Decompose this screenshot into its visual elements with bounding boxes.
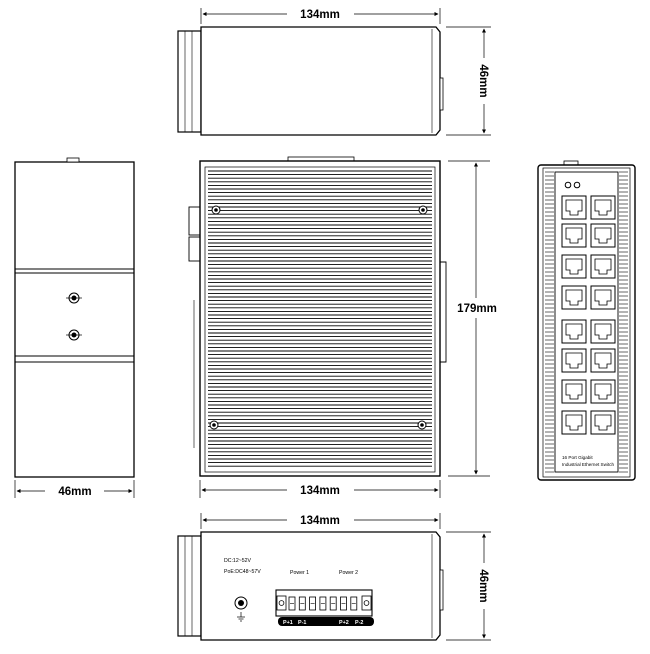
front-width-label: 134mm [300, 485, 340, 497]
rj45-port-icon [590, 319, 616, 344]
screw-icon [66, 292, 82, 304]
top-width-label: 134mm [300, 9, 340, 21]
top-height-label: 46mm [477, 64, 489, 97]
terminal-p1-minus: P-1 [298, 620, 306, 626]
side-ribs [545, 171, 554, 473]
terminal-p2-plus: P+2 [339, 620, 349, 626]
rj45-port-icon [561, 319, 587, 344]
port-panel-line1: 16 Port Gigabit [562, 455, 593, 460]
led-icon [564, 181, 572, 189]
rj45-port-icon [561, 254, 587, 279]
rj45-port-icon [561, 379, 587, 404]
terminal-label-bar [278, 617, 374, 626]
rj45-port-icon [590, 254, 616, 279]
heatsink-fins [208, 170, 432, 467]
bottom-height-label: 46mm [477, 569, 489, 602]
power2-label: Power 2 [339, 570, 358, 576]
port-panel-line2: Industrial Ethernet Switch [562, 462, 615, 467]
rj45-port-icon [561, 285, 587, 310]
rj45-port-icon [590, 285, 616, 310]
bottom-view: DC:12~52V PoE:DC48~57V Power 1 Power 2 P… [177, 513, 491, 641]
mount-screw-icon [211, 205, 221, 215]
poe-rating: PoE:DC48~57V [224, 569, 261, 575]
rj45-port-icon [561, 348, 587, 373]
terminal-p2-minus: P-2 [355, 620, 363, 626]
rj45-port-icon [561, 223, 587, 248]
rj45-port-icon [561, 410, 587, 435]
led-icon [573, 181, 581, 189]
front-view: 179mm 134mm [188, 156, 497, 498]
terminal-p1-plus: P+1 [283, 620, 293, 626]
side-ribs [619, 171, 628, 473]
top-view: 134mm 46mm [177, 8, 491, 136]
rj45-port-icon [561, 195, 587, 220]
left-side-view: 46mm [14, 157, 135, 498]
rj45-port-icon [590, 348, 616, 373]
terminal-block [275, 589, 373, 617]
bottom-width-label: 134mm [300, 515, 340, 527]
rj45-port-grid [561, 195, 616, 435]
rj45-port-icon [590, 379, 616, 404]
left-width-label: 46mm [58, 486, 91, 498]
port-view: 16 Port Gigabit Industrial Ethernet Swit… [537, 160, 636, 481]
ground-screw-icon [234, 596, 248, 622]
rj45-port-icon [590, 410, 616, 435]
rj45-port-icon [590, 223, 616, 248]
dc-rating: DC:12~52V [224, 558, 252, 564]
screw-icon [66, 329, 82, 341]
mount-screw-icon [418, 205, 428, 215]
mount-screw-icon [209, 420, 219, 430]
power1-label: Power 1 [290, 570, 309, 576]
rj45-port-icon [590, 195, 616, 220]
mount-screw-icon [417, 420, 427, 430]
front-height-label: 179mm [457, 303, 497, 315]
